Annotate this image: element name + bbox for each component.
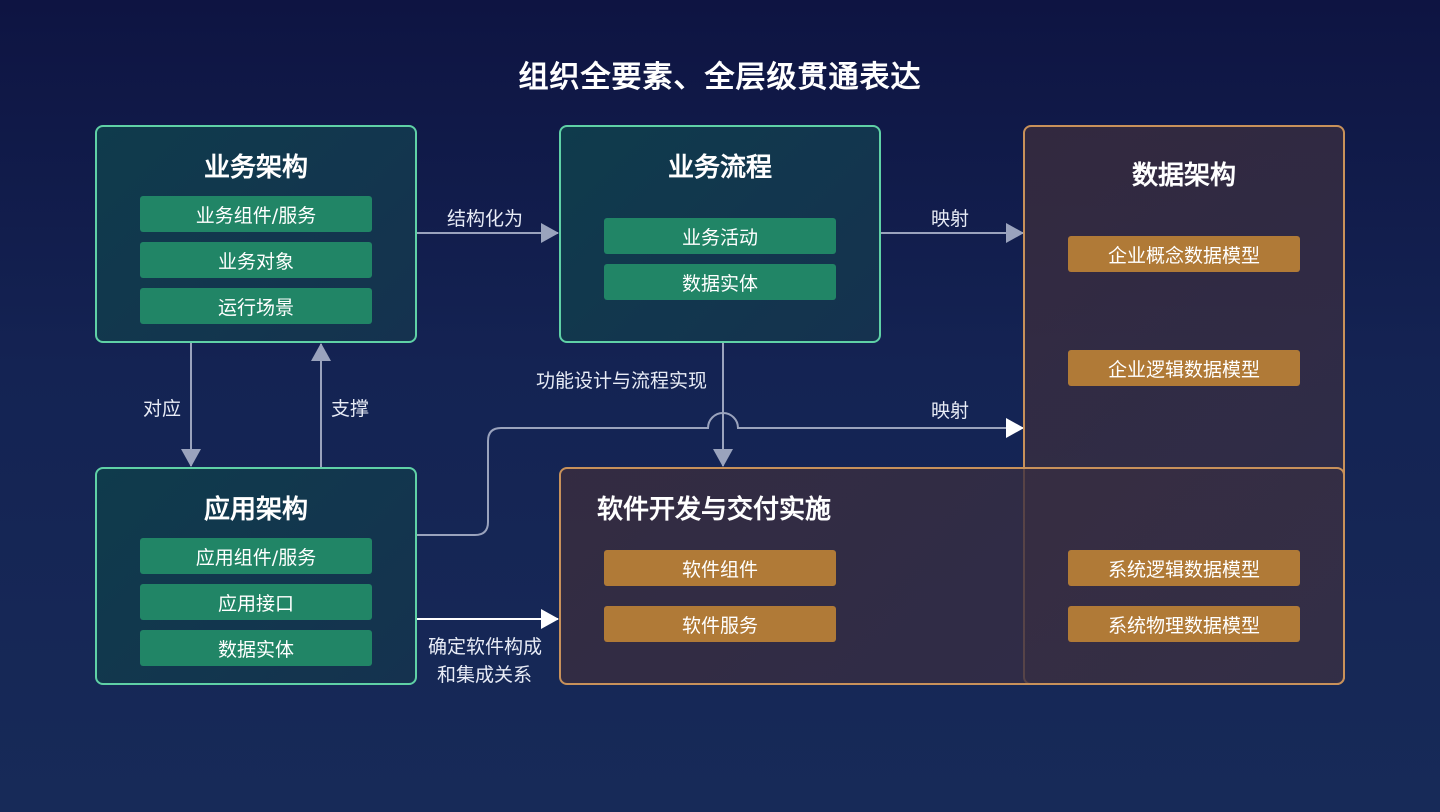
system-physical-model-chip: 系统物理数据模型 bbox=[1068, 606, 1300, 642]
label-function-design: 功能设计与流程实现 bbox=[536, 370, 708, 392]
operation-scenario-chip: 运行场景 bbox=[140, 288, 372, 324]
label-determine-line2: 和集成关系 bbox=[437, 664, 533, 686]
label-determine-line1: 确定软件构成 bbox=[428, 636, 543, 658]
arrow-map-mid bbox=[417, 412, 1024, 536]
software-development-title: 软件开发与交付实施 bbox=[597, 495, 832, 525]
business-architecture-title: 业务架构 bbox=[203, 153, 308, 183]
enterprise-conceptual-model-chip: 企业概念数据模型 bbox=[1068, 236, 1300, 272]
application-component-service-chip: 应用组件/服务 bbox=[140, 538, 372, 574]
enterprise-logical-model-chip: 企业逻辑数据模型 bbox=[1068, 350, 1300, 386]
label-correspond: 对应 bbox=[143, 398, 182, 420]
software-service-chip: 软件服务 bbox=[604, 606, 836, 642]
application-architecture-panel: 应用架构 应用组件/服务 应用接口 数据实体 bbox=[95, 467, 417, 685]
label-support: 支撑 bbox=[331, 398, 370, 420]
business-component-service-chip: 业务组件/服务 bbox=[140, 196, 372, 232]
business-activity-chip: 业务活动 bbox=[604, 218, 836, 254]
business-object-chip: 业务对象 bbox=[140, 242, 372, 278]
business-architecture-panel: 业务架构 业务组件/服务 业务对象 运行场景 bbox=[95, 125, 417, 343]
data-entity-chip: 数据实体 bbox=[604, 264, 836, 300]
application-interface-chip: 应用接口 bbox=[140, 584, 372, 620]
label-structure-as: 结构化为 bbox=[447, 208, 524, 230]
page-title: 组织全要素、全层级贯通表达 bbox=[518, 60, 922, 95]
software-component-chip: 软件组件 bbox=[604, 550, 836, 586]
business-process-title: 业务流程 bbox=[667, 153, 772, 183]
app-data-entity-chip: 数据实体 bbox=[140, 630, 372, 666]
data-architecture-title: 数据架构 bbox=[1131, 161, 1236, 191]
label-map-top: 映射 bbox=[931, 208, 970, 230]
business-process-panel: 业务流程 业务活动 数据实体 bbox=[559, 125, 881, 343]
system-logical-model-chip: 系统逻辑数据模型 bbox=[1068, 550, 1300, 586]
label-map-mid: 映射 bbox=[931, 400, 970, 422]
application-architecture-title: 应用架构 bbox=[203, 495, 308, 525]
